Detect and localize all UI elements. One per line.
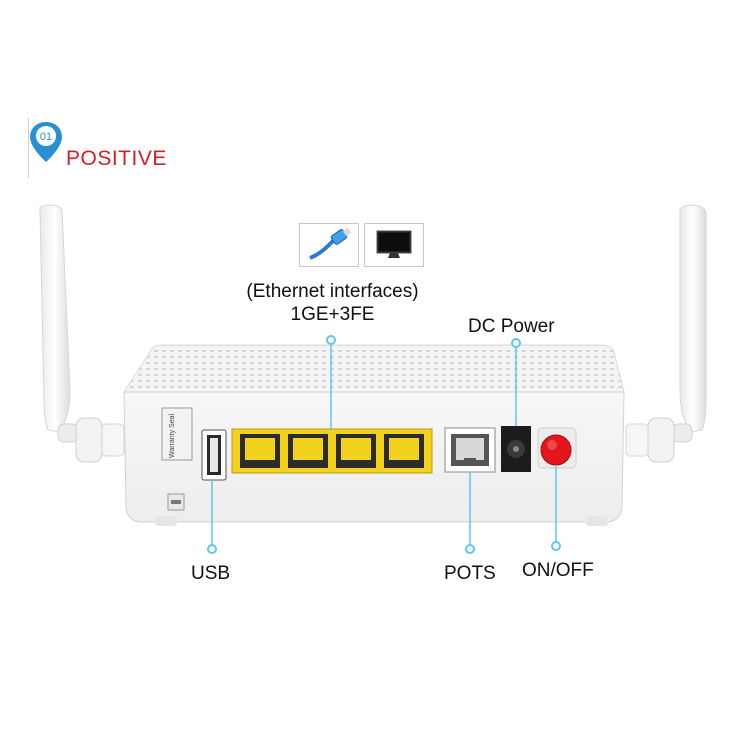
on-off-label: ON/OFF	[522, 560, 594, 581]
ethernet-ports	[231, 428, 433, 474]
pots-port	[444, 427, 496, 473]
badge-title: POSITIVE	[66, 147, 167, 170]
badge-number: 01	[40, 131, 52, 143]
callout-lines	[207, 335, 561, 554]
header-divider	[28, 118, 29, 178]
location-pin-icon: 01	[30, 122, 62, 162]
left-antenna	[39, 204, 125, 463]
usb-label: USB	[191, 563, 231, 584]
power-button	[537, 427, 577, 469]
warranty-seal-text: Warranty Seal	[169, 413, 176, 458]
ethernet-label-line1: (Ethernet interfaces)	[246, 281, 419, 302]
ethernet-port-3	[336, 434, 376, 468]
warranty-seal: Warranty Seal	[161, 407, 193, 461]
dc-power-jack	[501, 426, 531, 472]
right-antenna	[625, 204, 707, 463]
ethernet-cable-icon	[309, 227, 352, 260]
monitor-icon	[376, 230, 412, 258]
monitor-icon-box	[364, 223, 424, 267]
usb-port	[201, 429, 227, 481]
ethernet-port-4	[384, 434, 424, 468]
dc-power-label: DC Power	[468, 316, 555, 337]
ethernet-port-1	[240, 434, 280, 468]
pots-label: POTS	[444, 563, 496, 584]
ethernet-port-2	[288, 434, 328, 468]
ethernet-cable-icon-box	[299, 223, 359, 267]
ethernet-label-line2: 1GE+3FE	[290, 304, 375, 325]
